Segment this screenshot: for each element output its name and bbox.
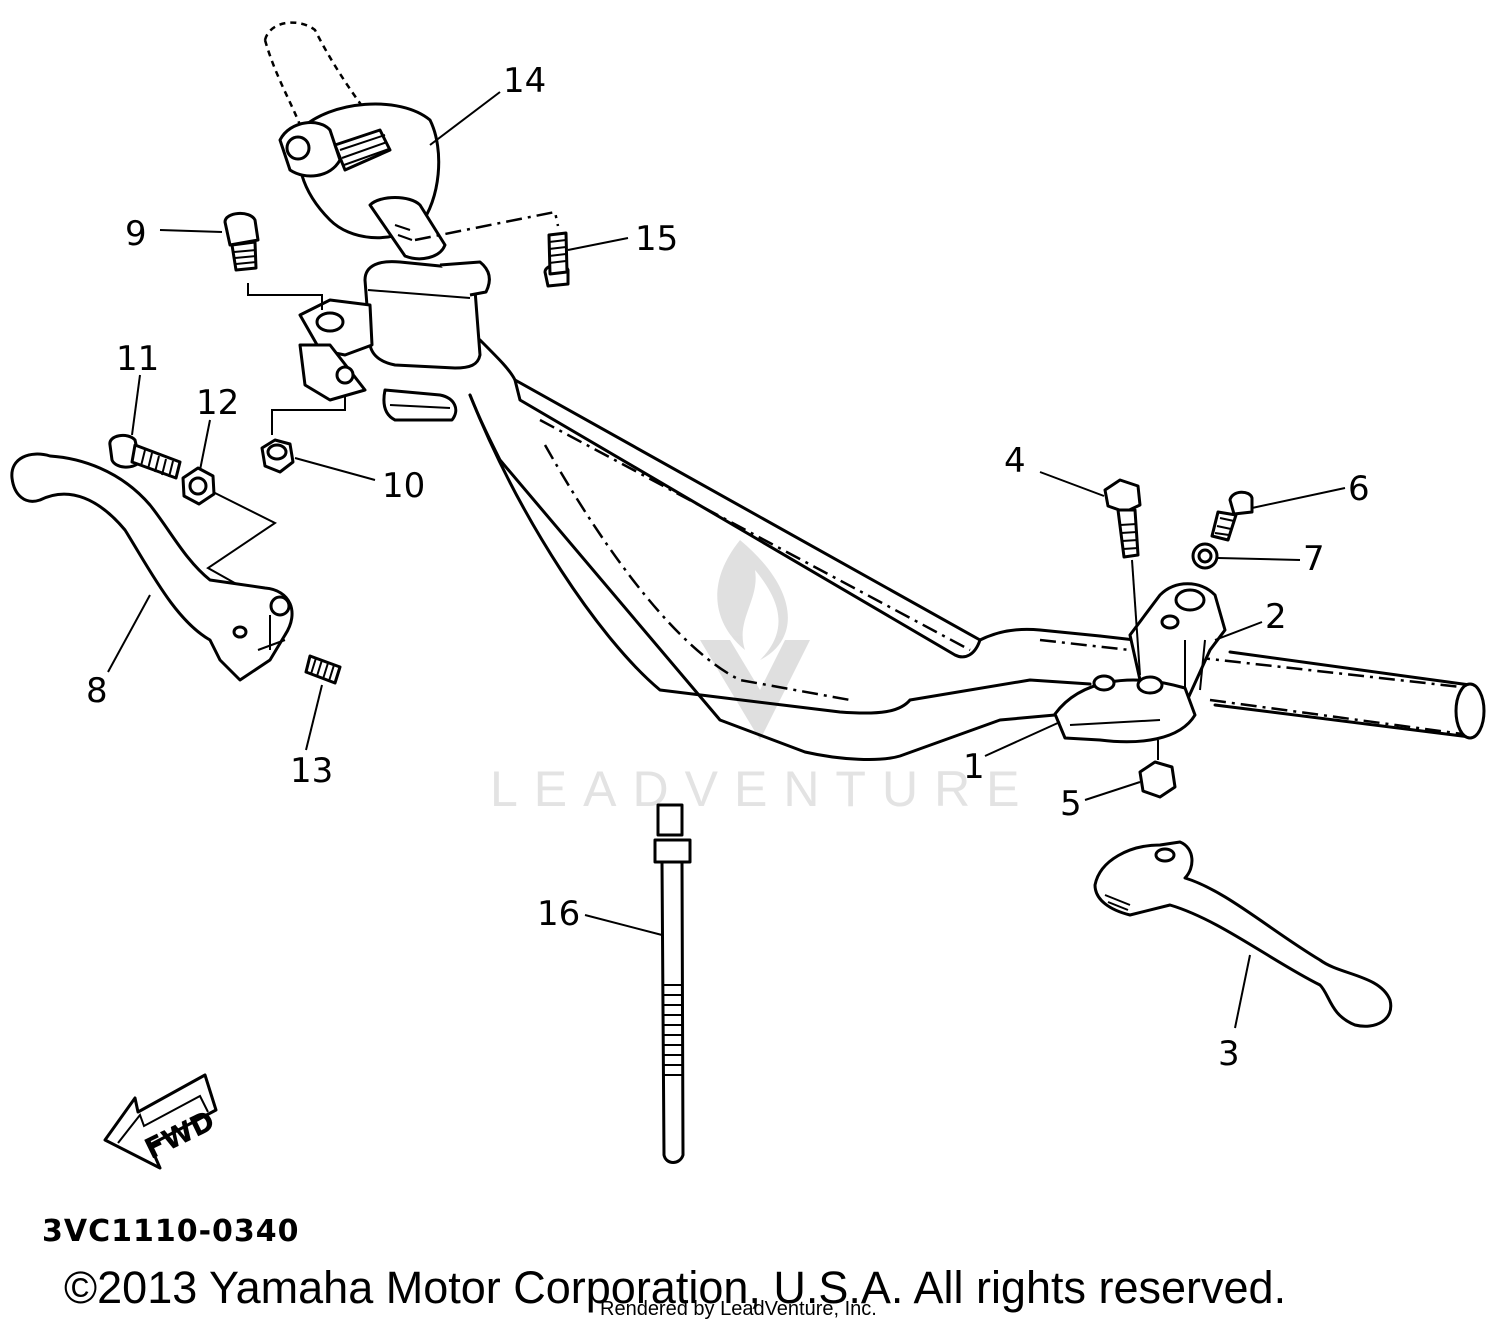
bolt-4 bbox=[1103, 478, 1142, 676]
screw-15 bbox=[543, 231, 570, 288]
bolt-11 bbox=[108, 433, 182, 480]
callout-7: 7 bbox=[1303, 539, 1325, 579]
callout-12: 12 bbox=[196, 383, 239, 423]
master-cylinder bbox=[247, 210, 560, 435]
fwd-arrow-icon: FWD bbox=[103, 1073, 220, 1170]
callout-13: 13 bbox=[290, 751, 333, 791]
handlebar bbox=[468, 338, 1486, 761]
callout-labels: 14 9 15 11 12 10 8 13 4 6 7 2 1 5 3 16 bbox=[86, 61, 1370, 1074]
nut-7 bbox=[1191, 542, 1219, 570]
watermark-text: LEADVENTURE bbox=[490, 761, 1036, 817]
callout-2: 2 bbox=[1265, 597, 1287, 637]
callout-9: 9 bbox=[125, 214, 147, 254]
setscrew-13 bbox=[304, 654, 342, 685]
cable-tie-16 bbox=[653, 803, 692, 1164]
lever-8 bbox=[10, 452, 294, 682]
callout-3: 3 bbox=[1218, 1034, 1240, 1074]
callout-11: 11 bbox=[116, 339, 159, 379]
bracket-1 bbox=[1053, 674, 1197, 744]
callout-8: 8 bbox=[86, 671, 108, 711]
rendered-by-note: Rendered by LeadVenture, Inc. bbox=[600, 1298, 877, 1320]
callout-5: 5 bbox=[1060, 784, 1082, 824]
watermark-logo bbox=[700, 540, 810, 740]
copyright-notice: ©2013 Yamaha Motor Corporation, U.S.A. A… bbox=[64, 1262, 1287, 1313]
diagram-code: 3VC1110-0340 bbox=[42, 1214, 300, 1249]
callout-1: 1 bbox=[963, 747, 985, 787]
callout-14: 14 bbox=[503, 61, 546, 101]
callout-6: 6 bbox=[1348, 469, 1370, 509]
bolt-9 bbox=[223, 212, 260, 272]
leader-lines bbox=[107, 91, 1346, 1029]
callout-16: 16 bbox=[537, 894, 580, 934]
throttle-grip bbox=[263, 21, 447, 261]
screw-6 bbox=[1210, 490, 1254, 542]
callout-4: 4 bbox=[1004, 441, 1026, 481]
callout-15: 15 bbox=[635, 219, 678, 259]
nut-10 bbox=[260, 438, 295, 474]
nut-5 bbox=[1138, 740, 1177, 799]
lever-3 bbox=[1093, 840, 1393, 1028]
callout-10: 10 bbox=[382, 466, 425, 506]
